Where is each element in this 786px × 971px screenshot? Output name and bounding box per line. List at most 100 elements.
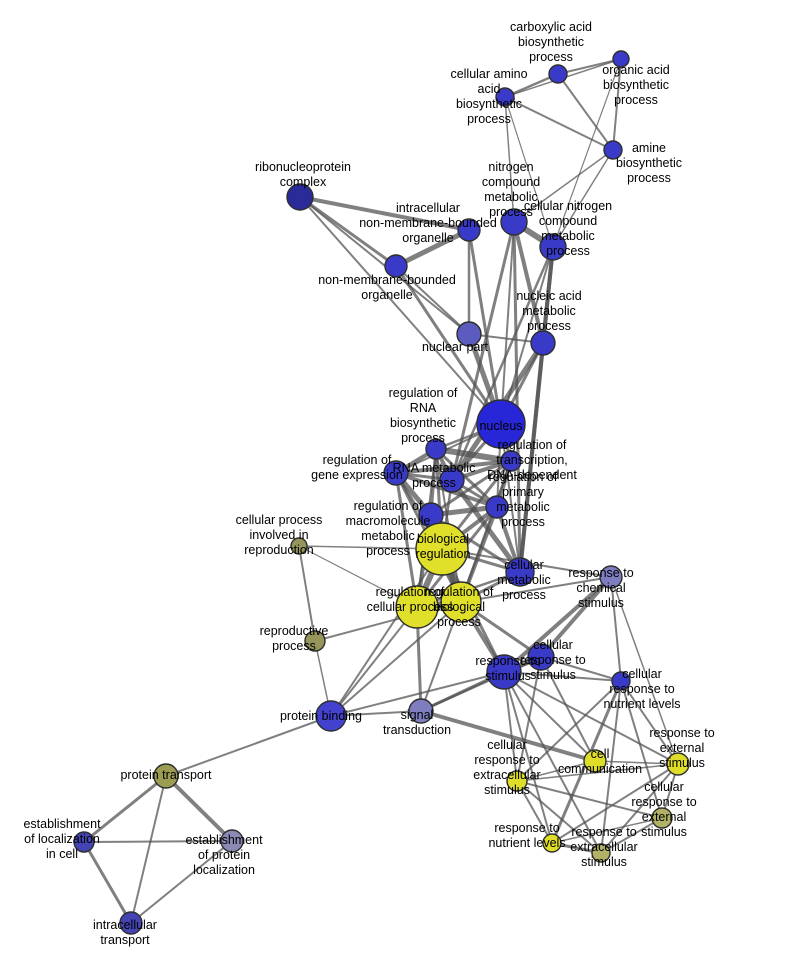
edges-layer [82, 58, 679, 925]
node-establishment-of-localization-in-cell[interactable] [73, 831, 95, 853]
node-cellular-process-involved-in-reproduction[interactable] [290, 537, 308, 555]
node-cellular-response-to-stimulus[interactable] [527, 643, 555, 671]
edge-regulation-of-rna-biosynthetic-process--regulation-of-transcription-dna-dependent [433, 446, 514, 464]
edge-regulation-of-transcription-dna-dependent--regulation-of-gene-expression [394, 459, 513, 475]
edge-rna-metabolic-process--cellular-metabolic-process [449, 477, 523, 575]
node-carboxylic-acid-biosynthetic-process[interactable] [548, 64, 568, 84]
edge-establishment-of-protein-localization--intracellular-transport [130, 840, 233, 924]
node-nucleic-acid-metabolic-process[interactable] [530, 330, 556, 356]
edge-nitrogen-compound-metabolic-process--cellular-metabolic-process [512, 220, 522, 574]
edge-cellular-response-to-stimulus--cell-communication [540, 656, 596, 762]
node-nucleus[interactable] [476, 399, 526, 449]
node-response-to-nutrient-levels[interactable] [542, 833, 562, 853]
node-cell-communication[interactable] [583, 749, 607, 773]
node-cellular-response-to-nutrient-levels[interactable] [611, 671, 631, 691]
edge-cellular-response-to-external-stimulus--response-to-nutrient-levels [551, 817, 663, 844]
node-cellular-response-to-extracellular-stimulus[interactable] [506, 770, 528, 792]
node-response-to-external-stimulus[interactable] [666, 752, 690, 776]
node-nuclear-part[interactable] [456, 321, 482, 347]
edge-organic-acid-biosynthetic-process--amine-biosynthetic-process [612, 58, 622, 151]
nodes-layer [73, 50, 690, 935]
edge-protein-binding--regulation-of-biological-process [330, 601, 462, 717]
edge-cell-communication--cellular-response-to-extracellular-stimulus [516, 760, 596, 782]
node-cellular-nitrogen-compound-metabolic-process[interactable] [539, 233, 567, 261]
node-nitrogen-compound-metabolic-process[interactable] [500, 208, 528, 236]
edge-nitrogen-compound-metabolic-process--nucleus [500, 221, 515, 425]
edge-establishment-of-localization-in-cell--establishment-of-protein-localization [83, 840, 233, 843]
node-intracellular-transport[interactable] [119, 911, 143, 935]
edge-protein-binding--biological-regulation [330, 548, 443, 717]
node-response-to-extracellular-stimulus[interactable] [591, 843, 611, 863]
edge-ribonucleoprotein-complex--nucleus [299, 196, 502, 425]
node-reproductive-process[interactable] [304, 630, 326, 652]
edge-cellular-response-to-external-stimulus--response-to-extracellular-stimulus [600, 817, 663, 854]
node-response-to-stimulus[interactable] [486, 654, 522, 690]
edge-cellular-nitrogen-compound-metabolic-process--rna-metabolic-process [450, 245, 555, 482]
edge-cellular-process-involved-in-reproduction--regulation-of-cellular-process [298, 545, 418, 608]
node-regulation-of-transcription-dna-dependent[interactable] [500, 450, 522, 472]
node-response-to-chemical-stimulus[interactable] [599, 565, 623, 589]
edge-cellular-response-to-stimulus--response-to-chemical-stimulus [539, 575, 613, 659]
edge-cellular-amino-acid-biosynthetic-process--nitrogen-compound-metabolic-process [504, 96, 515, 223]
node-amine-biosynthetic-process[interactable] [603, 140, 623, 160]
node-regulation-of-cellular-process[interactable] [395, 585, 439, 629]
node-regulation-of-primary-metabolic-process[interactable] [485, 495, 509, 519]
edge-nitrogen-compound-metabolic-process--rna-metabolic-process [450, 220, 516, 482]
node-protein-binding[interactable] [315, 700, 347, 732]
node-signal-transduction[interactable] [408, 698, 434, 724]
node-cellular-metabolic-process[interactable] [505, 557, 535, 587]
edge-regulation-of-gene-expression--regulation-of-cellular-process [394, 471, 419, 609]
node-cellular-response-to-external-stimulus[interactable] [651, 807, 673, 829]
edge-protein-binding--regulation-of-cellular-process [330, 606, 418, 717]
node-regulation-of-rna-biosynthetic-process[interactable] [425, 438, 447, 460]
edge-cellular-response-to-extracellular-stimulus--cellular-response-to-external-stimulus [516, 780, 663, 819]
edge-non-membrane-bounded-organelle--nucleus [394, 264, 503, 426]
node-regulation-of-gene-expression[interactable] [383, 460, 409, 486]
node-label-protein-binding: protein binding [280, 709, 362, 723]
node-ribonucleoprotein-complex[interactable] [286, 183, 314, 211]
node-establishment-of-protein-localization[interactable] [220, 829, 244, 853]
edge-regulation-of-transcription-dna-dependent--regulation-of-macromolecule-metabolic-process [429, 459, 513, 517]
node-cellular-amino-acid-biosynthetic-process[interactable] [495, 87, 515, 107]
edge-cellular-amino-acid-biosynthetic-process--amine-biosynthetic-process [504, 96, 614, 151]
node-label-protein-transport: protein transport [120, 768, 212, 782]
node-rna-metabolic-process[interactable] [439, 467, 465, 493]
edge-regulation-of-rna-biosynthetic-process--regulation-of-primary-metabolic-process [434, 447, 499, 509]
node-biological-regulation[interactable] [415, 522, 469, 576]
node-organic-acid-biosynthetic-process[interactable] [612, 50, 630, 68]
edge-amine-biosynthetic-process--nitrogen-compound-metabolic-process [513, 149, 614, 223]
node-label-nucleus: nucleus [479, 419, 522, 433]
node-intracellular-non-membrane-bounded-organelle[interactable] [457, 218, 481, 242]
edge-response-to-stimulus--cellular-response-to-extracellular-stimulus [503, 671, 518, 782]
edge-response-to-chemical-stimulus--regulation-of-biological-process [460, 576, 612, 603]
node-non-membrane-bounded-organelle[interactable] [384, 254, 408, 278]
node-regulation-of-biological-process[interactable] [440, 581, 482, 623]
edge-protein-binding--protein-transport [165, 715, 332, 777]
edge-cellular-response-to-nutrient-levels--response-to-external-stimulus [620, 680, 679, 765]
edge-cellular-response-to-nutrient-levels--cellular-response-to-extracellular-stimulus [516, 680, 622, 782]
node-protein-transport[interactable] [153, 763, 179, 789]
